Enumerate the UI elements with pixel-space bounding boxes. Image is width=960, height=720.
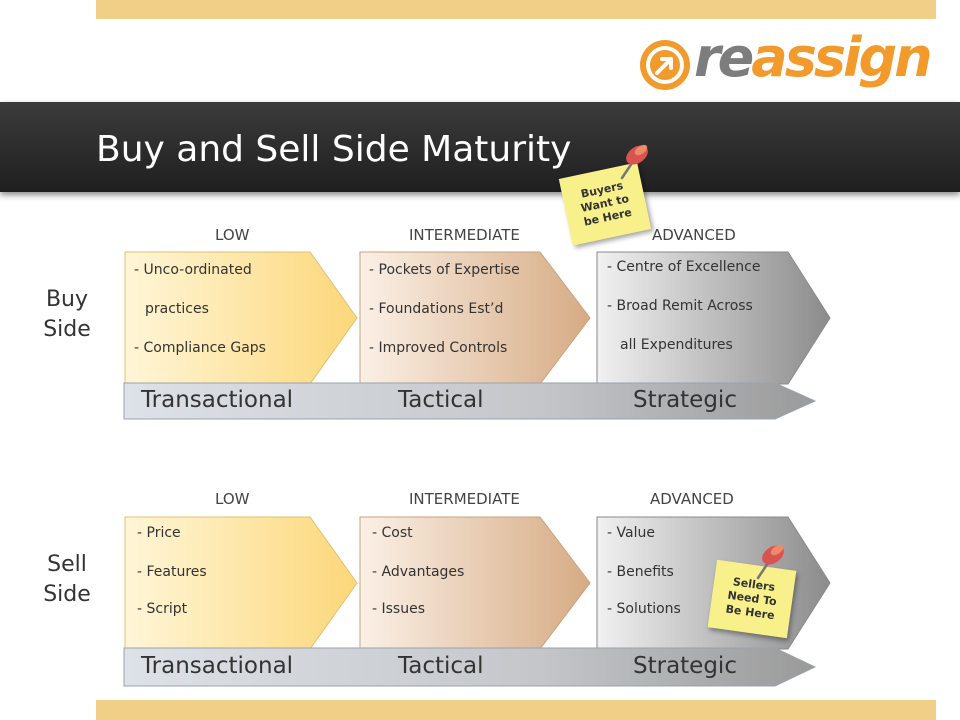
buy-side-label: Buy Side [32,285,102,345]
buy-stage-tactical: Tactical [398,387,484,413]
buy-intermediate-item-1: - Pockets of Expertise [369,262,520,278]
top-accent-bar [96,0,936,19]
sell-intermediate-item-1: - Cost [372,525,413,541]
logo-text-assign: assign [751,26,932,89]
title-band [0,102,960,192]
buy-low-item-2: practices [145,301,209,317]
buy-low-item-1: - Unco-ordinated [134,262,252,278]
buy-side-label-line1: Buy [45,287,89,312]
page-title: Buy and Sell Side Maturity [96,129,572,170]
sell-stage-transactional: Transactional [141,653,294,679]
sell-low-item-1: - Price [137,525,181,541]
sell-advanced-item-2: - Benefits [607,564,674,580]
sell-advanced-item-3: - Solutions [607,601,681,617]
buy-stage-band [123,382,817,420]
sell-level-advanced: ADVANCED [650,490,734,508]
sell-stage-strategic: Strategic [633,653,737,679]
sell-level-low: LOW [215,490,250,508]
sell-stage-band [123,647,817,687]
sell-low-chevron [124,516,358,650]
buy-level-low: LOW [215,226,250,244]
buy-low-item-3: - Compliance Gaps [134,340,266,356]
buy-advanced-chevron [596,251,831,385]
buy-advanced-item-1: - Centre of Excellence [607,259,761,275]
sell-low-item-3: - Script [137,601,188,617]
buy-intermediate-chevron [359,251,591,385]
sell-intermediate-item-2: - Advantages [372,564,465,580]
sell-side-label-line1: Sell [47,552,87,577]
buy-intermediate-item-3: - Improved Controls [369,340,508,356]
buy-level-intermediate: INTERMEDIATE [409,226,520,244]
sell-low-item-2: - Features [137,564,207,580]
buy-side-label-line2: Side [43,317,91,342]
reassign-logo: reassign [636,26,933,96]
sell-side-label-line2: Side [43,582,91,607]
buy-advanced-item-3: all Expenditures [620,337,733,353]
bottom-accent-bar [96,700,936,720]
buyers-note-text: Buyers Want to be Here [579,179,633,229]
sell-side-label: Sell Side [32,550,102,610]
sell-intermediate-chevron [359,516,591,650]
logo-text-re: re [694,26,754,89]
buy-low-chevron [124,251,358,385]
sell-stage-tactical: Tactical [398,653,484,679]
buy-intermediate-item-2: - Foundations Est’d [369,301,504,317]
push-pin-icon [620,144,648,180]
push-pin-icon [756,544,784,580]
buy-stage-transactional: Transactional [141,387,294,413]
sell-intermediate-item-3: - Issues [372,601,425,617]
buy-level-advanced: ADVANCED [652,226,736,244]
buy-stage-strategic: Strategic [633,387,737,413]
buy-advanced-item-2: - Broad Remit Across [607,298,753,314]
arrow-circle-icon [640,40,690,90]
sell-advanced-item-1: - Value [607,525,655,541]
sell-level-intermediate: INTERMEDIATE [409,490,520,508]
logo-wordmark: reassign [694,26,933,90]
